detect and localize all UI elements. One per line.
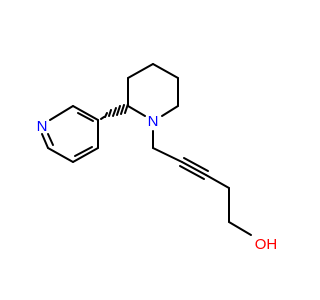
bond <box>41 133 49 149</box>
pyridine-ring <box>41 105 99 163</box>
bond <box>179 165 205 180</box>
bond <box>100 116 105 120</box>
bond <box>112 107 117 117</box>
bond <box>127 105 146 117</box>
piperidine-ring <box>127 63 179 117</box>
pentynol-chain <box>152 130 252 236</box>
bond <box>74 146 93 157</box>
molecule-canvas: N N OH <box>36 63 278 253</box>
bond <box>116 105 121 116</box>
bond <box>205 174 230 189</box>
bond <box>127 63 154 79</box>
bond <box>228 221 252 236</box>
structure-diagram: N N OH <box>37 63 278 253</box>
bond <box>49 105 74 121</box>
bond <box>108 109 112 117</box>
hashed-wedge <box>100 103 129 120</box>
bond <box>72 105 99 121</box>
bond <box>183 157 209 172</box>
bond <box>47 147 74 163</box>
bond <box>152 147 183 163</box>
bond <box>47 133 54 146</box>
pyridine-nitrogen-label: N <box>37 118 48 135</box>
bond <box>152 63 179 79</box>
bond <box>181 161 207 176</box>
bond <box>120 104 125 115</box>
bond <box>161 105 179 117</box>
bond <box>104 112 108 118</box>
hydroxyl-label: OH <box>255 236 278 253</box>
bond <box>72 147 99 163</box>
piperidine-nitrogen-label: N <box>148 113 159 130</box>
bond <box>77 112 94 122</box>
